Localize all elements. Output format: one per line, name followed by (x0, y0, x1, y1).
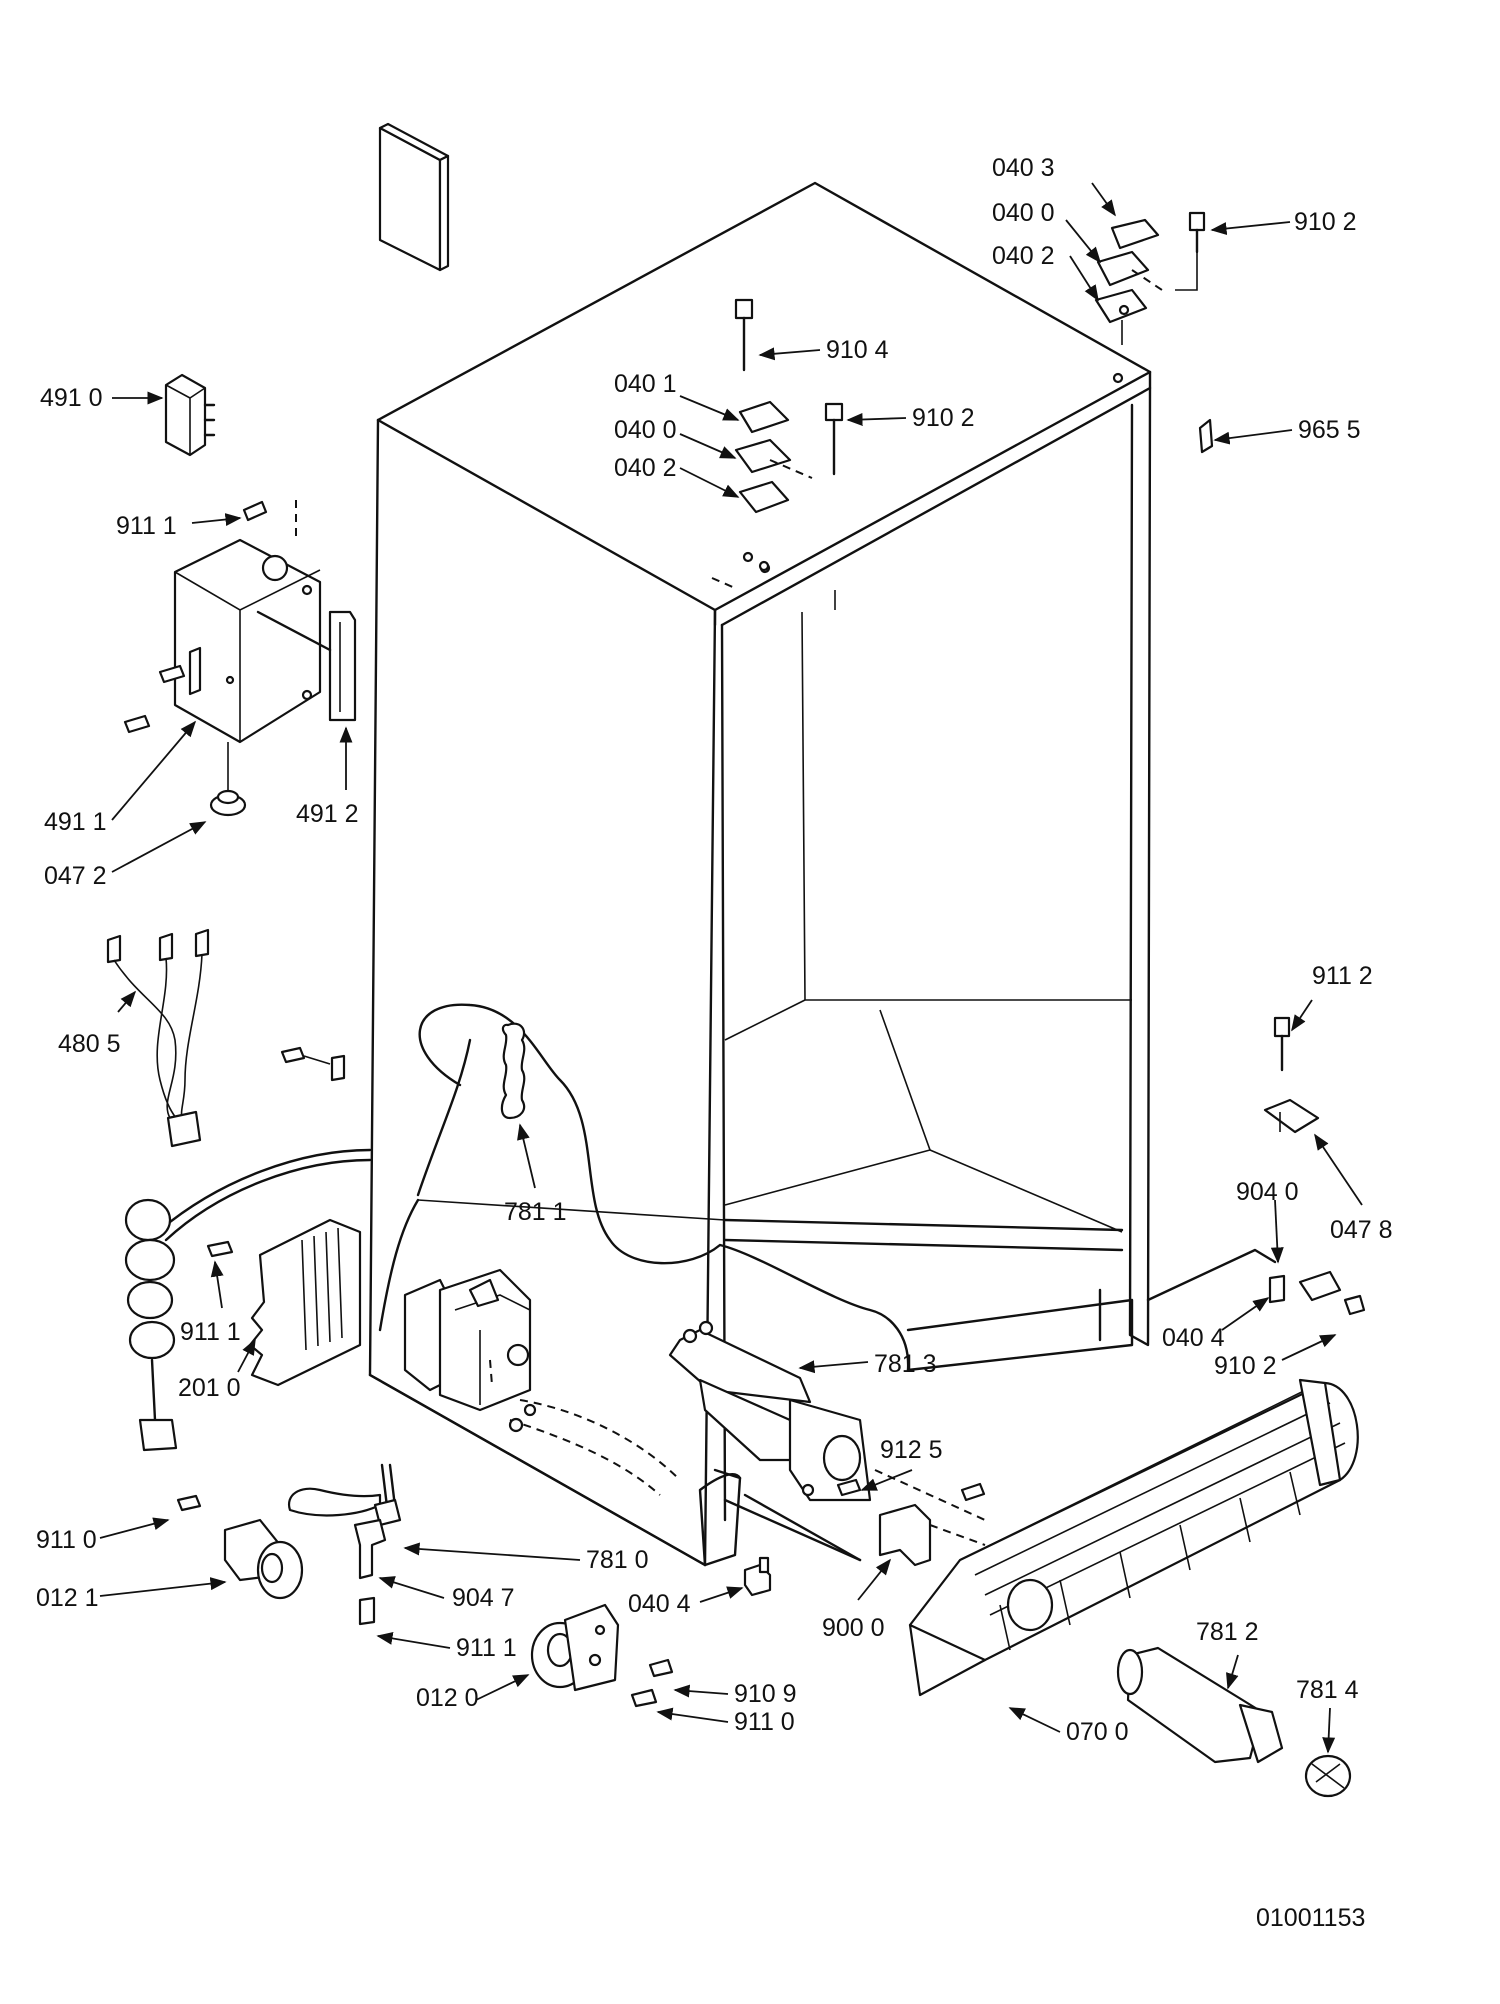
filter-cap-781-4 (1304, 1754, 1352, 1798)
c-910-2-low: 910 2 (1214, 1352, 1277, 1380)
drain-tube-781-0 (287, 1463, 402, 1527)
clip-965-5 (1198, 418, 1214, 454)
water-tube-781-3 (668, 1320, 872, 1502)
c-047-8: 047 8 (1330, 1216, 1393, 1244)
c-910-4: 910 4 (826, 336, 889, 364)
control-box (123, 500, 357, 817)
right-bracket-parts (1146, 1016, 1366, 1316)
c-781-4: 781 4 (1296, 1676, 1359, 1704)
cabinet-body (368, 181, 1152, 1567)
c-070-0: 070 0 (1066, 1718, 1129, 1746)
c-781-2: 781 2 (1196, 1618, 1259, 1646)
c-965-5: 965 5 (1298, 416, 1361, 444)
callout-labels: 040 3 040 0 040 2 910 2 910 4 040 1 910 … (36, 154, 1393, 1932)
upper-right-hinge (1094, 211, 1206, 345)
c-911-1-low: 911 1 (456, 1634, 517, 1662)
c-491-2: 491 2 (296, 800, 359, 828)
water-filter-781-2 (1116, 1646, 1284, 1764)
c-491-1: 491 1 (44, 808, 107, 836)
c-911-2: 911 2 (1312, 962, 1373, 990)
c-012-0: 012 0 (416, 1684, 479, 1712)
c-047-2: 047 2 (44, 862, 107, 890)
info-panel (378, 122, 450, 272)
c-040-4-right: 040 4 (1162, 1324, 1225, 1352)
middle-hinge (734, 298, 844, 572)
leader-lines (99, 182, 1363, 1754)
c-911-1-mid: 911 1 (180, 1318, 241, 1346)
connector-491-0 (164, 373, 216, 457)
c-911-0-low: 911 0 (734, 1708, 795, 1736)
wheel-012-1 (176, 1494, 304, 1600)
c-910-2-top: 910 2 (1294, 208, 1357, 236)
c-904-0: 904 0 (1236, 1178, 1299, 1206)
wire-harness-480-5 (106, 928, 346, 1148)
c-040-0-mid: 040 0 (614, 416, 677, 444)
c-012-1: 012 1 (36, 1584, 99, 1612)
bracket-900-0 (743, 1493, 986, 1567)
c-911-1-top: 911 1 (116, 512, 177, 540)
c-040-0-top: 040 0 (992, 199, 1055, 227)
drawing-code: 01001153 (1256, 1904, 1365, 1932)
c-912-5: 912 5 (880, 1436, 943, 1464)
c-201-0: 201 0 (178, 1374, 241, 1402)
power-cord (124, 1148, 372, 1452)
c-040-1: 040 1 (614, 370, 677, 398)
c-781-1: 781 1 (504, 1198, 567, 1226)
c-910-2-mid: 910 2 (912, 404, 975, 432)
c-480-5: 480 5 (58, 1030, 121, 1058)
screws-912-5 (836, 1469, 986, 1521)
bracket-904-7 (353, 1518, 387, 1626)
wheel-012-0 (530, 1603, 674, 1708)
c-900-0: 900 0 (822, 1614, 885, 1642)
leveling-bracket-040-4 (743, 1556, 772, 1597)
c-910-9: 910 9 (734, 1680, 797, 1708)
valve-assembly (403, 1022, 681, 1496)
c-040-2-top: 040 2 (992, 242, 1055, 270)
c-911-0-left: 911 0 (36, 1526, 97, 1554)
c-491-0: 491 0 (40, 384, 103, 412)
c-904-7: 904 7 (452, 1584, 515, 1612)
grille-070-0 (908, 1378, 1359, 1697)
relay-plate-201-0 (206, 1218, 362, 1387)
c-781-3: 781 3 (874, 1350, 937, 1378)
c-781-0: 781 0 (586, 1546, 649, 1574)
c-040-2-mid: 040 2 (614, 454, 677, 482)
c-040-3-top: 040 3 (992, 154, 1055, 182)
c-040-4-low: 040 4 (628, 1590, 691, 1618)
